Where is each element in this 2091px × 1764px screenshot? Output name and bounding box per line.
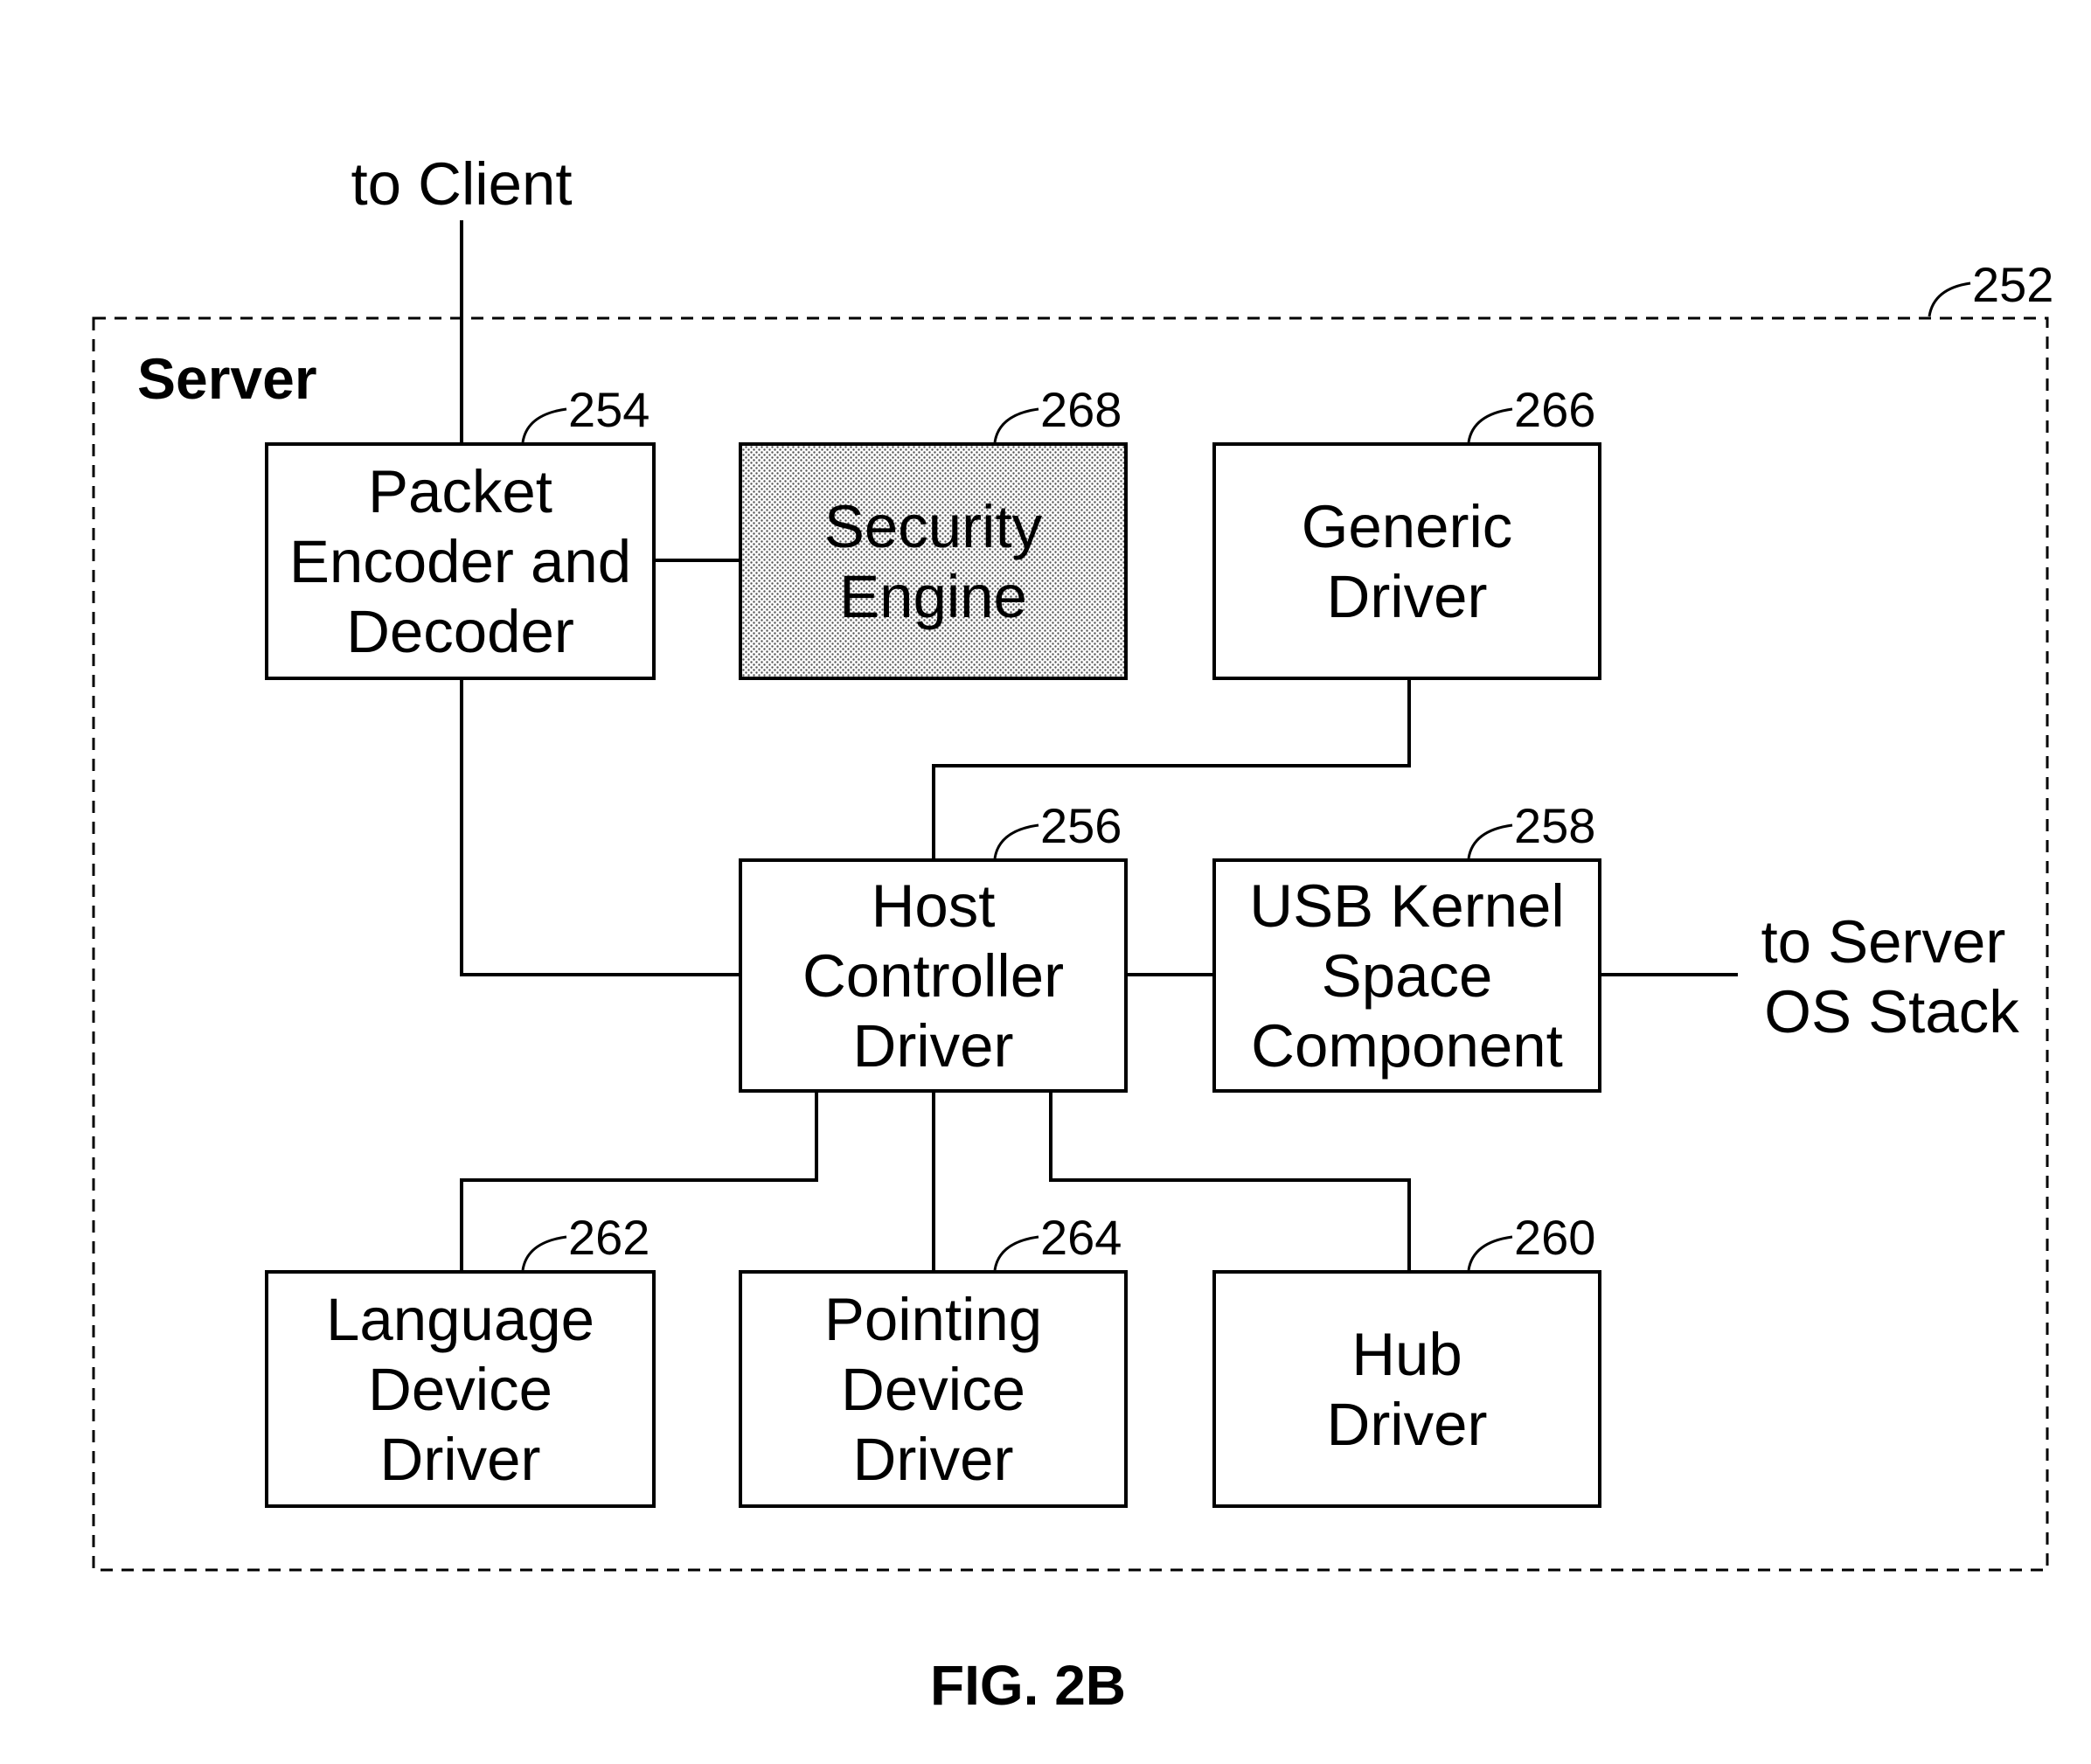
- language-device-driver-label-line: Device: [368, 1356, 552, 1423]
- security-engine-ref-leader: [995, 409, 1039, 442]
- to-server-os-stack-label: to Server OS Stack: [1761, 908, 2022, 1045]
- usb-kernel-space-component-label-line: Space: [1322, 942, 1493, 1010]
- usb-kernel-space-component-label-line: Component: [1251, 1012, 1563, 1080]
- security-engine-rect: [740, 444, 1126, 678]
- server-ref-leader: [1929, 283, 1970, 316]
- generic-driver-box: GenericDriver 266: [1214, 382, 1600, 678]
- packet-encoder-decoder-label-line: Packet: [368, 458, 552, 525]
- hub-driver-ref-leader: [1469, 1237, 1512, 1270]
- host-controller-driver-ref-number: 256: [1040, 798, 1122, 853]
- packet-encoder-decoder-ref-leader: [523, 409, 566, 442]
- packet-to-host-line: [462, 678, 740, 975]
- security-engine-box: SecurityEngine 268: [740, 382, 1126, 678]
- hub-driver-rect: [1214, 1272, 1600, 1506]
- pointing-device-driver-label: PointingDeviceDriver: [824, 1286, 1042, 1493]
- hub-driver-label-line: Driver: [1327, 1391, 1488, 1458]
- language-device-driver-label-line: Driver: [380, 1426, 541, 1493]
- component-boxes: PacketEncoder andDecoder254SecurityEngin…: [267, 382, 1600, 1506]
- language-device-driver-ref-leader: [523, 1237, 566, 1270]
- security-engine-ref-number: 268: [1040, 382, 1122, 437]
- usb-kernel-space-component-label-line: USB Kernel: [1249, 872, 1565, 940]
- figure-caption: FIG. 2B: [930, 1654, 1126, 1717]
- usb-kernel-space-component-ref-leader: [1469, 825, 1512, 858]
- hub-driver-ref-number: 260: [1514, 1210, 1595, 1265]
- hub-driver-label-line: Hub: [1351, 1321, 1462, 1388]
- pointing-device-driver-label-line: Pointing: [824, 1286, 1042, 1353]
- hub-driver-box: HubDriver 260: [1214, 1210, 1600, 1506]
- usb-kernel-space-component-ref-number: 258: [1514, 798, 1595, 853]
- packet-encoder-decoder-label-line: Encoder and: [289, 528, 631, 595]
- usb-kernel-space-component-box: USB KernelSpaceComponent 258: [1214, 798, 1600, 1091]
- generic-to-host-line: [934, 678, 1409, 860]
- host-controller-driver-label-line: Controller: [802, 942, 1064, 1010]
- host-controller-driver-label-line: Host: [872, 872, 996, 940]
- generic-driver-label-line: Generic: [1302, 493, 1513, 560]
- host-controller-driver-ref-leader: [995, 825, 1039, 858]
- security-engine-label-line: Engine: [839, 563, 1027, 630]
- packet-encoder-decoder-label-line: Decoder: [346, 598, 574, 665]
- server-ref-number: 252: [1972, 257, 2053, 312]
- pointing-device-driver-label-line: Driver: [853, 1426, 1014, 1493]
- to-server-os-stack-line-2: OS Stack: [1764, 978, 2019, 1045]
- language-device-driver-label-line: Language: [326, 1286, 594, 1353]
- security-engine-label-line: Security: [824, 493, 1043, 560]
- pointing-device-driver-ref-number: 264: [1040, 1210, 1122, 1265]
- generic-driver-label-line: Driver: [1327, 563, 1488, 630]
- to-client-label: to Client: [351, 150, 572, 218]
- language-device-driver-ref-number: 262: [568, 1210, 650, 1265]
- generic-driver-ref-number: 266: [1514, 382, 1595, 437]
- pointing-device-driver-ref-leader: [995, 1237, 1039, 1270]
- to-server-os-stack-line-1: to Server: [1761, 908, 2005, 976]
- generic-driver-ref-leader: [1469, 409, 1512, 442]
- server-label: Server: [137, 346, 317, 411]
- host-controller-driver-label-line: Driver: [853, 1012, 1014, 1080]
- generic-driver-rect: [1214, 444, 1600, 678]
- packet-encoder-decoder-ref-number: 254: [568, 382, 650, 437]
- pointing-device-driver-label-line: Device: [841, 1356, 1025, 1423]
